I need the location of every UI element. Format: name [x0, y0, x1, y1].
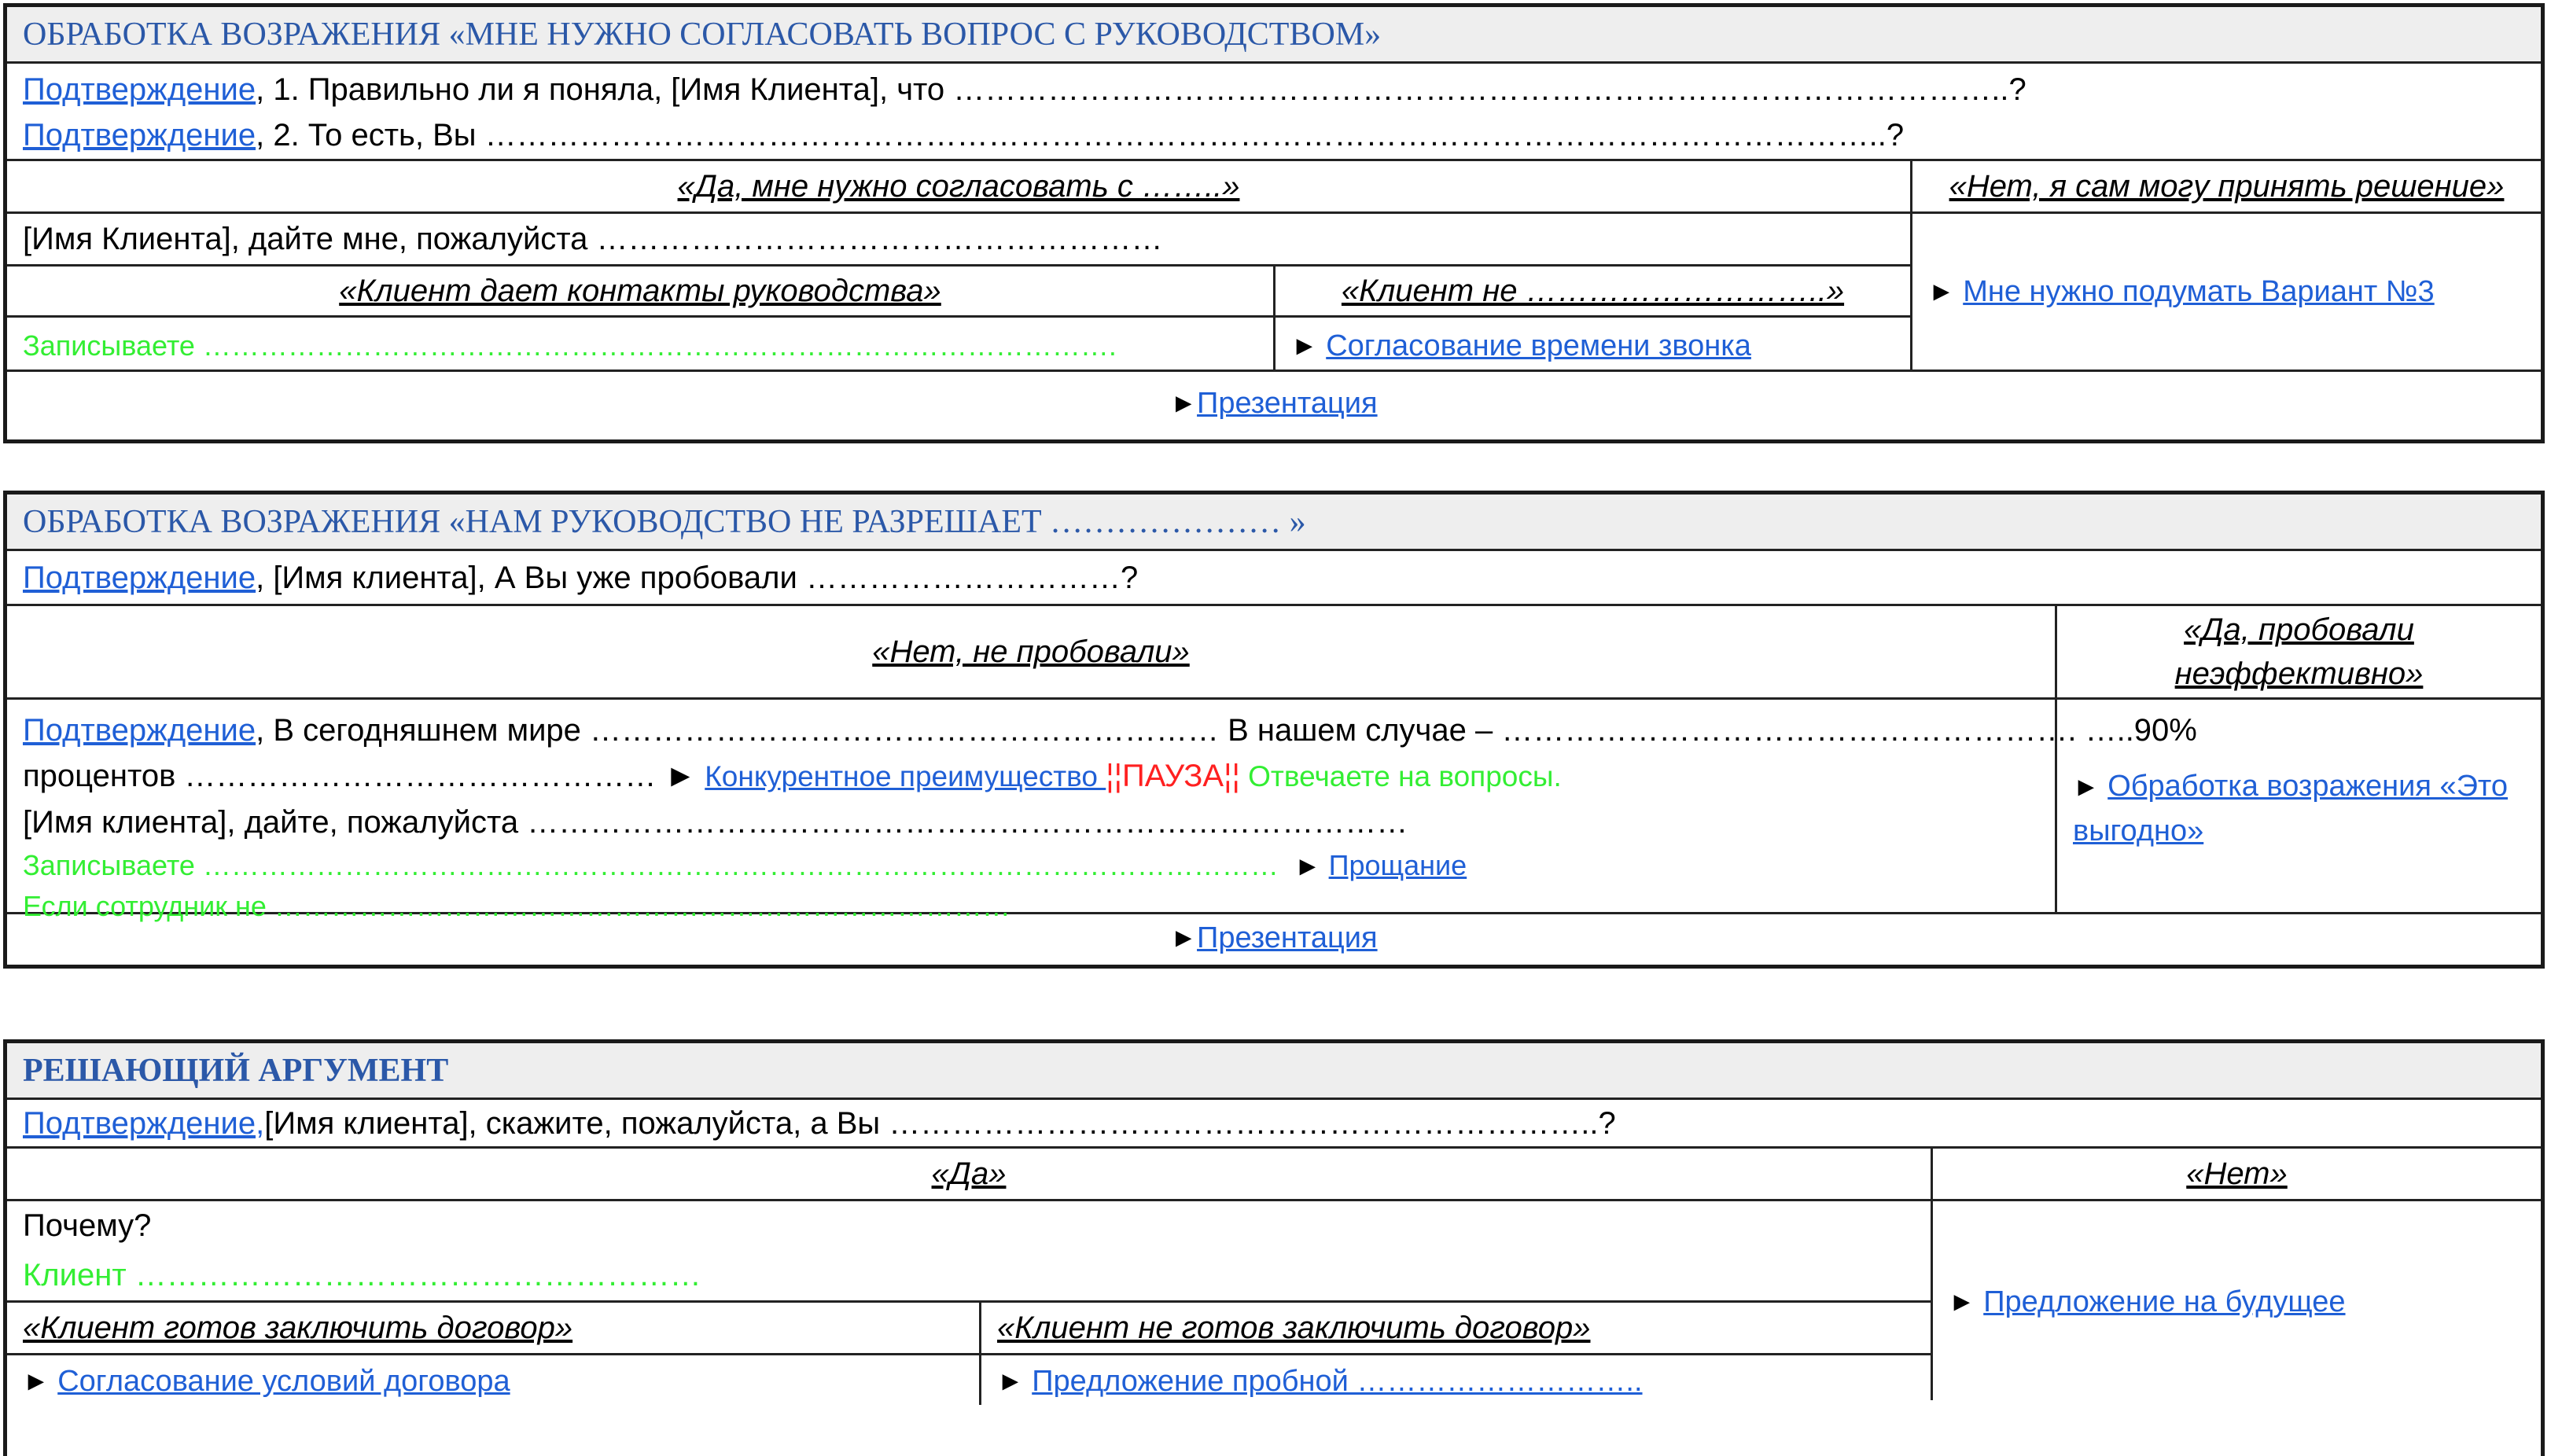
objection-block-coordinate: ОБРАБОТКА ВОЗРАЖЕНИЯ «МНЕ НУЖНО СОГЛАСОВ…: [3, 3, 2545, 443]
confirm-link[interactable]: Подтверждение: [23, 72, 256, 107]
body-line-4: Записываете ……………………………………………………………………………: [7, 845, 2055, 887]
branch-tried-heading-line-2: неэффективно»: [2174, 656, 2424, 691]
objection-link-cont[interactable]: выгодно»: [2073, 814, 2204, 847]
body-line-1: Подтверждение, В сегодняшнем мире …………………: [7, 708, 2197, 753]
client-text: Клиент ………………………………………………: [7, 1250, 1931, 1303]
branch-area: «Да» Почему? Клиент ……………………………………………… «…: [7, 1149, 2541, 1405]
confirm-line-2: Подтверждение, 2. То есть, Вы ……………………………: [7, 112, 2541, 158]
why-text: Почему?: [23, 1208, 152, 1243]
body-text-2: процентов ……………………………………… ►: [23, 759, 705, 793]
arrow-icon: ►: [23, 1366, 50, 1396]
sub-branch-contacts: «Клиент дает контакты руководства» Запис…: [7, 267, 1273, 372]
confirm-line: Подтверждение, [Имя клиента], А Вы уже п…: [7, 551, 2541, 606]
confirm-link[interactable]: Подтверждение,: [23, 1105, 265, 1141]
objection-line-2: выгодно»: [2073, 809, 2541, 853]
branch-tried: «Да, пробовали неэффективно» ► Обработка…: [2055, 606, 2541, 912]
branch-tried-heading-line-1: «Да, пробовали: [2184, 612, 2414, 647]
record-text: Записываете ……………………………………………………………………………: [23, 329, 1117, 362]
objection-line-1: ► Обработка возражения «Это: [2073, 764, 2541, 809]
ask-contacts-text: [Имя Клиента], дайте мне, пожалуйста …………: [7, 214, 1910, 267]
block-title: ОБРАБОТКА ВОЗРАЖЕНИЯ «МНЕ НУЖНО СОГЛАСОВ…: [7, 7, 2541, 64]
branch-no: «Нет» ► Предложение на будущее: [1931, 1149, 2541, 1400]
record-text: Записываете ……………………………………………………………………………: [23, 849, 1279, 881]
branch-yes: «Да» Почему? Клиент ……………………………………………… «…: [7, 1149, 1931, 1405]
objection-item: ► Обработка возражения «Это выгодно»: [2057, 700, 2541, 917]
confirm-line: Подтверждение, [Имя клиента], скажите, п…: [7, 1100, 2541, 1149]
arrow-icon: ►: [1170, 923, 1198, 953]
employee-text: Если сотрудник не ……………………………………………………………: [23, 890, 1010, 922]
sub-branch-contacts-heading: «Клиент дает контакты руководства»: [7, 267, 1273, 318]
confirm-link[interactable]: Подтверждение: [23, 118, 256, 153]
branch-no-heading: «Нет, я сам могу принять решение»: [1912, 161, 2541, 214]
branch-area: «Да, мне нужно согласовать с ……..» [Имя …: [7, 161, 2541, 372]
think-item: ► Мне нужно подумать Вариант №3: [1912, 214, 2541, 370]
sub-branch-ready-heading: «Клиент готов заключить договор»: [7, 1303, 979, 1355]
confirm-text-1: , 1. Правильно ли я поняла, [Имя Клиента…: [256, 72, 2026, 107]
farewell-link[interactable]: Прощание: [1328, 849, 1467, 881]
sub-branches: «Клиент готов заключить договор» ► Согла…: [7, 1303, 1931, 1405]
confirm-line-1: Подтверждение, 1. Правильно ли я поняла,…: [7, 67, 2541, 112]
sub-branch-not-ready: «Клиент не готов заключить договор» ► Пр…: [979, 1303, 1931, 1405]
branch-yes: «Да, мне нужно согласовать с ……..» [Имя …: [7, 161, 1910, 372]
objection-link[interactable]: Обработка возражения «Это: [2107, 769, 2509, 803]
sub-branch-ready: «Клиент готов заключить договор» ► Согла…: [7, 1303, 979, 1405]
branch-area: «Нет, не пробовали» Подтверждение, В сег…: [7, 606, 2541, 922]
branch-no: «Нет, я сам могу принять решение» ► Мне …: [1910, 161, 2541, 370]
body-line-2: процентов ……………………………………… ► Конкурентное…: [7, 753, 2055, 800]
deciding-argument-block: РЕШАЮЩИЙ АРГУМЕНТ Подтверждение, [Имя кл…: [3, 1039, 2545, 1456]
confirm-text: [Имя клиента], скажите, пожалуйста, а Вы…: [264, 1105, 1616, 1141]
confirm-text-2: , 2. То есть, Вы ………………………………………………………………: [256, 118, 1905, 153]
sub-branch-no-contacts-heading: «Клиент не ………………………..»: [1276, 267, 1910, 318]
terms-link[interactable]: Согласование условий договора: [57, 1365, 510, 1398]
trial-item: ► Предложение пробной ………………………..: [981, 1355, 1931, 1407]
body-text-1: , В сегодняшнем мире ……………………………………………………: [256, 713, 2197, 748]
arrow-icon: ►: [997, 1366, 1024, 1396]
call-time-item: ► Согласование времени звонка: [1276, 318, 1910, 374]
arrow-icon: ►: [1928, 277, 1955, 307]
confirm-link[interactable]: Подтверждение: [23, 713, 256, 748]
sub-branch-no-contacts: «Клиент не ………………………..» ► Согласование в…: [1273, 267, 1910, 372]
sub-branches: «Клиент дает контакты руководства» Запис…: [7, 267, 1910, 372]
presentation-link[interactable]: Презентация: [1197, 921, 1378, 954]
terms-item: ► Согласование условий договора: [7, 1355, 979, 1407]
body-line-3: [Имя клиента], дайте, пожалуйста ……………………: [23, 805, 1408, 840]
arrow-icon: ►: [1949, 1287, 1975, 1317]
branch-not-tried: «Нет, не пробовали» Подтверждение, В сег…: [7, 606, 2197, 922]
block-title: РЕШАЮЩИЙ АРГУМЕНТ: [7, 1043, 2541, 1100]
call-time-link[interactable]: Согласование времени звонка: [1326, 329, 1751, 362]
objection-block-not-allowed: ОБРАБОТКА ВОЗРАЖЕНИЯ «НАМ РУКОВОДСТВО НЕ…: [3, 491, 2545, 969]
arrow-icon: ►: [1291, 331, 1318, 361]
think-option-link[interactable]: Мне нужно подумать Вариант №3: [1963, 275, 2435, 308]
arrow-icon: ►: [1170, 388, 1198, 418]
sub-branch-not-ready-heading: «Клиент не готов заключить договор»: [981, 1303, 1931, 1355]
presentation-item: ►Презентация: [7, 914, 2541, 961]
not-tried-body: Подтверждение, В сегодняшнем мире …………………: [7, 700, 2197, 926]
confirm-text: , [Имя клиента], А Вы уже пробовали ……………: [256, 560, 1139, 595]
arrow-icon: ►: [2073, 771, 2100, 802]
arrow-icon: ►: [1294, 851, 1321, 881]
branch-no-heading: «Нет»: [1933, 1149, 2541, 1201]
presentation-item: ►Презентация: [7, 372, 2541, 435]
confirm-rows: Подтверждение, 1. Правильно ли я поняла,…: [7, 64, 2541, 161]
presentation-link[interactable]: Презентация: [1197, 387, 1378, 420]
branch-tried-heading: «Да, пробовали неэффективно»: [2057, 606, 2541, 700]
trial-link[interactable]: Предложение пробной ………………………..: [1032, 1365, 1643, 1398]
branch-not-tried-heading: «Нет, не пробовали»: [7, 606, 2055, 700]
future-item: ► Предложение на будущее: [1933, 1201, 2541, 1403]
branch-yes-heading: «Да, мне нужно согласовать с ……..»: [7, 161, 1910, 214]
branch-yes-heading: «Да»: [7, 1149, 1931, 1201]
pause-label: ¦¦ПАУЗА¦¦: [1106, 759, 1240, 793]
advantage-link[interactable]: Конкурентное преимущество: [705, 760, 1106, 792]
block-title: ОБРАБОТКА ВОЗРАЖЕНИЯ «НАМ РУКОВОДСТВО НЕ…: [7, 495, 2541, 551]
confirm-link[interactable]: Подтверждение: [23, 560, 256, 595]
answer-text: Отвечаете на вопросы.: [1239, 760, 1562, 792]
future-offer-link[interactable]: Предложение на будущее: [1983, 1285, 2346, 1318]
